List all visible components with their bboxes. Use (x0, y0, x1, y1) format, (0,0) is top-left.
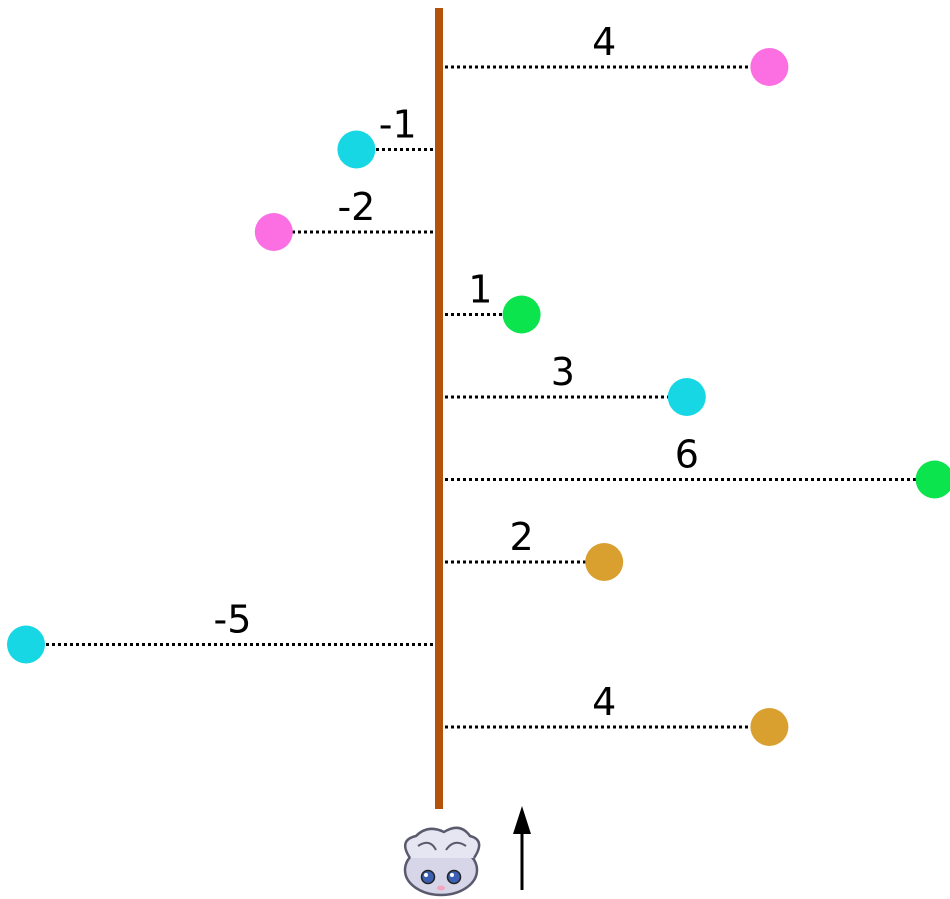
cyan-dot (7, 625, 45, 664)
value-label: -1 (379, 103, 417, 147)
gold-dot (585, 543, 624, 581)
value-label: 1 (468, 268, 492, 312)
item-row: -5 (7, 598, 439, 664)
item-row: 2 (439, 515, 624, 581)
item-rows: 4 -1-2 1 3 6 2 -5 4 (7, 20, 950, 746)
gold-dot (750, 708, 789, 746)
item-row: 3 (439, 350, 706, 416)
item-row: 1 (439, 268, 541, 334)
value-label: -5 (214, 598, 252, 642)
value-label: 3 (551, 350, 575, 394)
vertical-pole (435, 8, 443, 809)
item-row: 4 (439, 20, 789, 86)
green-dot (502, 295, 541, 334)
item-row: -1 (337, 103, 439, 169)
cyan-dot (667, 378, 706, 416)
item-row: -2 (254, 185, 439, 251)
item-row: 4 (439, 680, 789, 746)
cyan-dot (337, 130, 376, 169)
green-dot (915, 460, 950, 499)
value-label: -2 (337, 185, 375, 229)
pink-dot (750, 48, 789, 86)
pink-dot (254, 213, 293, 251)
up-arrow-icon (513, 806, 531, 890)
value-label: 6 (675, 433, 699, 477)
value-label: 2 (510, 515, 534, 559)
item-row: 6 (439, 433, 950, 499)
value-label: 4 (592, 20, 616, 64)
espurr-face-icon (403, 826, 481, 897)
value-label: 4 (592, 680, 616, 724)
